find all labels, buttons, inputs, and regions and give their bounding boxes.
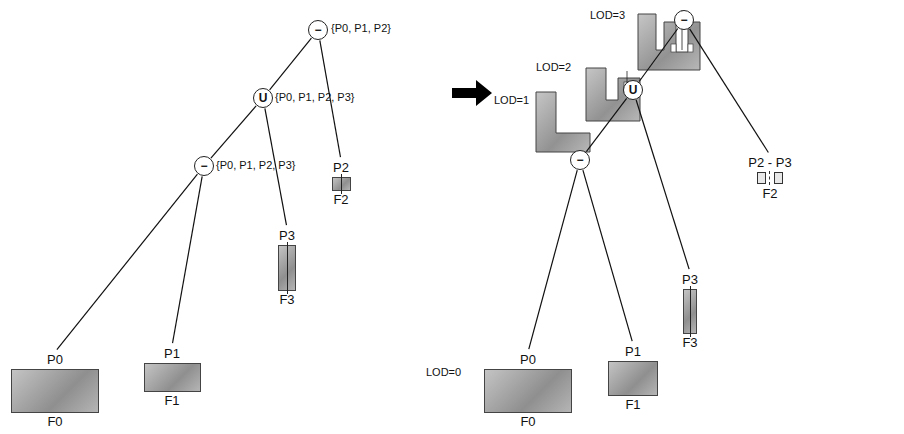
operator-circle: U [623,80,643,100]
feature-name: F1 [164,393,179,408]
operator-symbol: − [576,154,583,166]
difference-icon [757,172,783,184]
primitive-name: P1 [625,344,641,359]
primitive-name: P0 [520,352,536,367]
primitive-shape [484,369,572,413]
primitive-leaf: P3F3 [278,228,296,307]
operator-symbol: − [314,24,321,36]
lod-label: LOD=2 [536,61,571,74]
tree-edge [270,38,312,90]
primitive-name: P0 [47,352,63,367]
tree-edge [690,29,769,153]
primitive-name: P3 [682,272,698,287]
operator-symbol: − [200,160,207,172]
primitive-set: {P0, P1, P2} [331,22,391,35]
primitive-leaf: P2 - P3 F2 [748,155,791,201]
lod-label: LOD=1 [494,94,529,107]
tree-edge [583,170,632,341]
operator-symbol: U [259,92,268,104]
primitive-shape [144,363,201,392]
operator-circle: − [674,10,694,30]
operator-circle: − [194,156,214,176]
primitive-leaf: P0F0 [11,352,99,429]
operator-symbol: U [629,84,638,96]
primitive-name: P3 [279,228,295,243]
feature-name: F2 [333,192,348,207]
primitive-name: P2 [333,160,349,175]
lod-label: LOD=0 [426,366,461,379]
feature-name: F1 [625,397,640,412]
tree-edge [529,170,577,349]
big-arrow [452,80,492,106]
lod1-shape [536,92,590,152]
primitive-leaf: P3F3 [682,272,698,350]
primitive-shape [278,245,296,291]
primitive-leaf: P1F1 [144,346,201,408]
operator-circle: U [253,88,273,108]
feature-name: F3 [279,292,294,307]
primitive-shape [608,361,658,396]
primitive-leaf: P2F2 [332,160,351,207]
feature-name: F0 [47,414,62,429]
primitive-name: P1 [164,346,180,361]
operator-symbol: − [680,14,687,26]
primitive-leaf: P0F0 [484,352,572,429]
lod2-shape [586,68,640,121]
tree-edge [636,100,689,269]
lod-label: LOD=3 [590,9,625,22]
tree-edge [173,176,203,343]
primitive-name: P2 - P3 [748,155,791,170]
feature-name: F2 [762,186,777,201]
primitive-leaf: P1F1 [608,344,658,412]
primitive-shape [332,177,351,191]
tree-edge [211,106,256,158]
operator-circle: − [570,150,590,170]
primitive-set: {P0, P1, P2, P3} [275,91,355,104]
tree-edge [639,28,678,81]
primitive-shape [683,289,697,334]
feature-name: F3 [682,335,697,350]
primitive-set: {P0, P1, P2, P3} [216,159,296,172]
primitive-shape [11,369,99,413]
feature-name: F0 [520,414,535,429]
operator-circle: − [308,20,328,40]
tree-edge [586,98,626,151]
